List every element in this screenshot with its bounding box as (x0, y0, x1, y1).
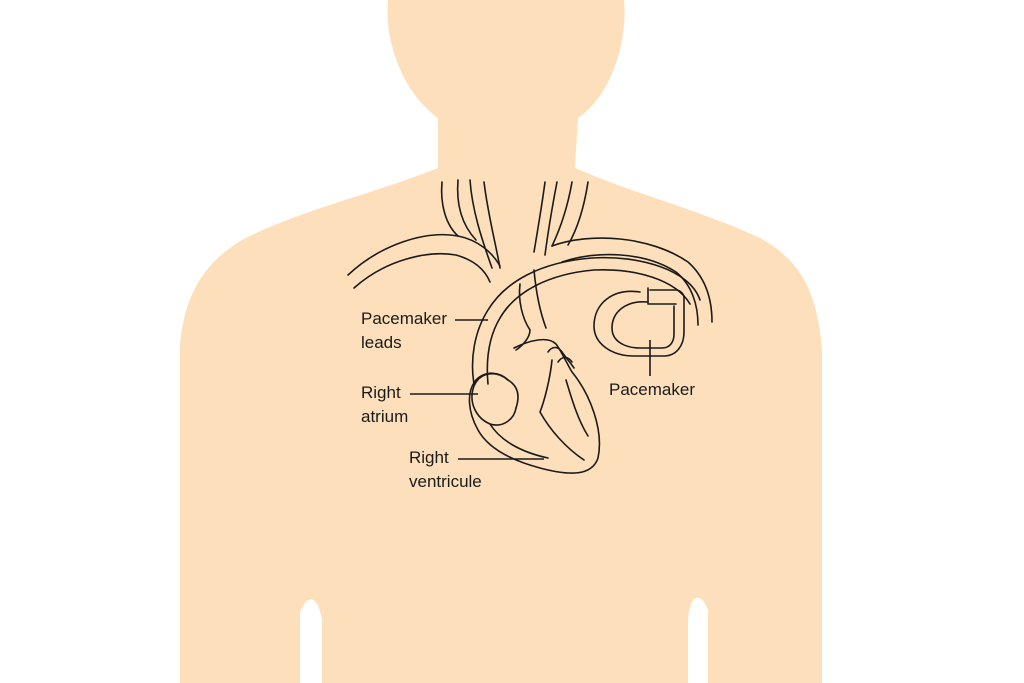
label-pacemaker-leads-line2: leads (361, 333, 402, 352)
neck-vessel-6 (544, 181, 558, 256)
label-right-atrium-line1: Right (361, 383, 401, 402)
groove-branch (565, 379, 589, 437)
label-right-ventricle-line1: Right (409, 448, 449, 467)
neck-vessel-1 (440, 181, 459, 237)
vena-cava-right (533, 269, 547, 329)
neck-vessel-2 (456, 179, 477, 241)
label-pacemaker: Pacemaker (609, 380, 695, 399)
aortic-stub-2 (557, 356, 573, 363)
left-vein-inner (353, 252, 491, 289)
pacemaker-device-inner (611, 301, 675, 349)
pacemaker-device-outer (593, 289, 685, 357)
label-right-atrium-line2: atrium (361, 407, 409, 426)
label-pacemaker-leads: Pacemaker leads (361, 307, 447, 355)
vena-cava-left (515, 283, 531, 351)
neck-vessel-4 (483, 181, 501, 269)
right-vein-outer (551, 237, 713, 323)
neck-vessel-5 (533, 181, 546, 253)
aortic-stub-1 (547, 346, 575, 369)
neck-vessel-3 (469, 179, 493, 269)
label-pacemaker-leads-line1: Pacemaker (361, 309, 447, 328)
right-atrium-outline (471, 373, 517, 426)
label-right-ventricle: Right ventricule (409, 446, 482, 494)
ventricle-inner (489, 423, 549, 459)
torso-silhouette (180, 0, 822, 683)
interventricular-groove (539, 359, 585, 461)
right-vein-inner (561, 253, 699, 326)
label-right-ventricle-line2: ventricule (409, 472, 482, 491)
lead-outer (471, 256, 701, 385)
left-vein-outer (347, 233, 501, 276)
neck-vessel-7 (551, 181, 573, 247)
lead-inner (486, 269, 691, 385)
pacemaker-header (647, 287, 677, 305)
label-right-atrium: Right atrium (361, 381, 408, 429)
atrium-inner (507, 379, 519, 409)
